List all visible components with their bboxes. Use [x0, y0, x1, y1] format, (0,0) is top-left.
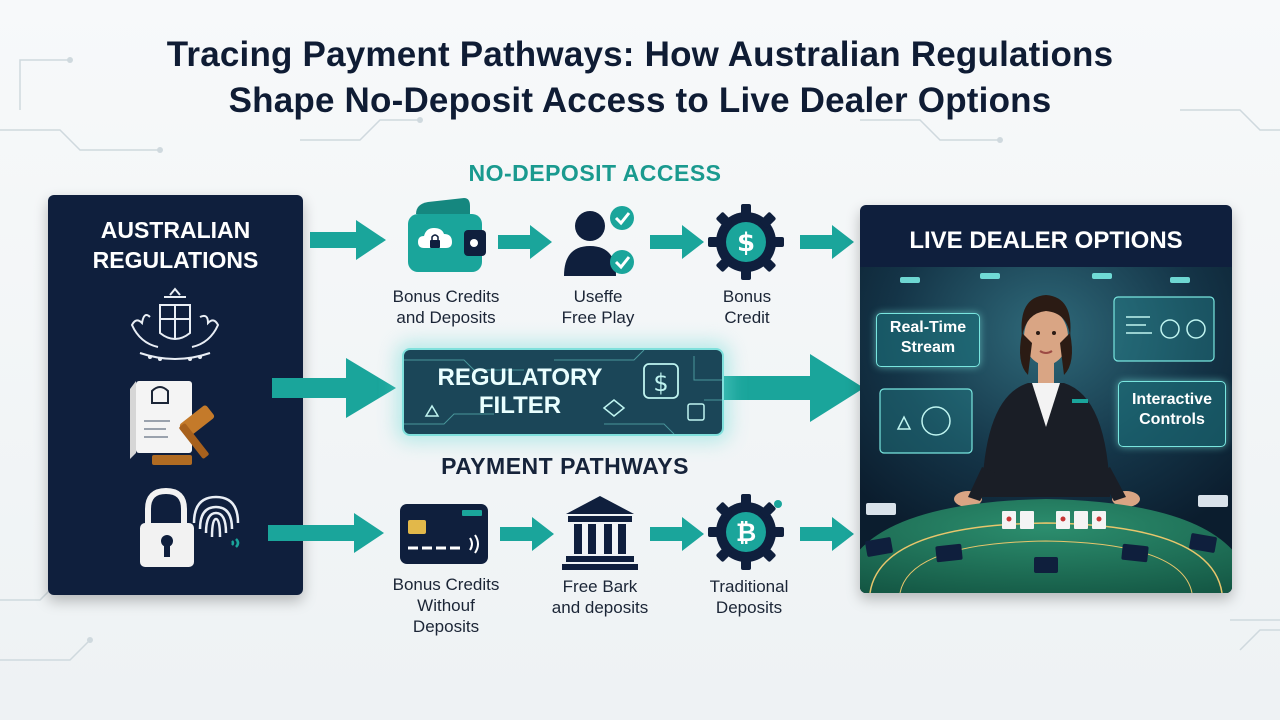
pay-step-2-line-2: and deposits [551, 598, 649, 617]
arrow-bitcoin-to-live-dealer [800, 517, 854, 551]
padlock-fingerprint-icon [140, 487, 240, 567]
arrow-dollar-to-live-dealer [800, 225, 854, 259]
svg-text:$: $ [653, 369, 668, 397]
arrow-card-to-bank [500, 517, 554, 551]
arrow-regulations-to-filter [272, 358, 396, 418]
step-2-line-1: Useffe [573, 287, 623, 306]
step-3-line-2: Credit [724, 308, 770, 327]
australian-regulations-panel: AUSTRALIAN REGULATIONS [48, 195, 303, 595]
overlay-1-line-1: Real-Time [889, 319, 967, 336]
filter-circuit-pattern: $ [404, 350, 722, 434]
step-bonus-credit-label: Bonus Credit [692, 286, 802, 328]
pay-step-3-line-2: Deposits [715, 598, 783, 617]
real-time-stream-overlay: Real-Time Stream [876, 313, 980, 367]
step-2-line-2: Free Play [561, 308, 635, 327]
pay-step-1-line-2: Withouf [417, 596, 475, 615]
bank-icon [562, 496, 638, 570]
overlay-1-line-2: Stream [900, 339, 956, 356]
svg-text:₿: ₿ [736, 518, 756, 547]
interactive-controls-overlay: Interactive Controls [1118, 381, 1226, 447]
step-1-line-1: Bonus Credits [392, 287, 500, 306]
pay-step-3-line-1: Traditional [709, 577, 789, 596]
regulations-title: AUSTRALIAN REGULATIONS [48, 215, 303, 275]
step-1-line-2: and Deposits [396, 308, 496, 327]
regulations-title-line-2: REGULATIONS [92, 247, 259, 273]
pay-step-1-line-3: Deposits [412, 617, 480, 636]
live-dealer-options-panel: LIVE DEALER OPTIONS Real-Time Stream Int… [860, 205, 1232, 593]
payment-pathways-heading: PAYMENT PATHWAYS [441, 453, 689, 479]
arrow-regulations-to-wallet [310, 220, 386, 260]
title-line-1: Tracing Payment Pathways: How Australian… [166, 35, 1114, 74]
arrow-user-to-dollar [650, 225, 704, 259]
credit-card-icon [400, 504, 488, 564]
arrow-wallet-to-user [498, 225, 552, 259]
page-title: Tracing Payment Pathways: How Australian… [0, 32, 1280, 124]
overlay-2-line-2: Controls [1139, 411, 1205, 428]
live-dealer-scene [860, 267, 1232, 593]
step-3-line-1: Bonus [722, 287, 772, 306]
no-deposit-heading: NO-DEPOSIT ACCESS [468, 160, 722, 186]
regulatory-filter: $ REGULATORY FILTER [402, 348, 724, 436]
dollar-gear-icon: $ [708, 204, 784, 280]
arrow-bank-to-bitcoin [650, 517, 704, 551]
arrow-filter-to-live-dealer [722, 354, 864, 422]
filter-line-2: FILTER [478, 392, 562, 419]
title-line-2: Shape No-Deposit Access to Live Dealer O… [228, 81, 1052, 120]
step-free-bank-deposits-label: Free Bark and deposits [530, 576, 670, 618]
step-traditional-deposits-label: Traditional Deposits [684, 576, 814, 618]
user-checkmark-icon [564, 206, 634, 276]
regulations-title-line-1: AUSTRALIAN [100, 217, 251, 243]
pay-step-2-line-1: Free Bark [562, 577, 638, 596]
live-dealer-title: LIVE DEALER OPTIONS [909, 227, 1183, 254]
step-bonus-credits-without-deposits-label: Bonus Credits Withouf Deposits [366, 574, 526, 637]
step-free-play-label: Useffe Free Play [538, 286, 658, 328]
svg-text:$: $ [737, 228, 755, 258]
pay-step-1-line-1: Bonus Credits [392, 575, 500, 594]
wallet-cloud-lock-icon [408, 198, 486, 272]
overlay-2-line-1: Interactive [1131, 391, 1213, 408]
step-bonus-credits-deposits-label: Bonus Credits and Deposits [366, 286, 526, 328]
filter-line-1: REGULATORY [437, 364, 603, 391]
coat-of-arms-icon [130, 287, 220, 361]
filter-title: REGULATORY FILTER [414, 364, 626, 420]
arrow-regulations-to-card [268, 513, 384, 553]
bitcoin-gear-icon: ₿ [708, 494, 784, 570]
gavel-document-icon [130, 381, 215, 465]
